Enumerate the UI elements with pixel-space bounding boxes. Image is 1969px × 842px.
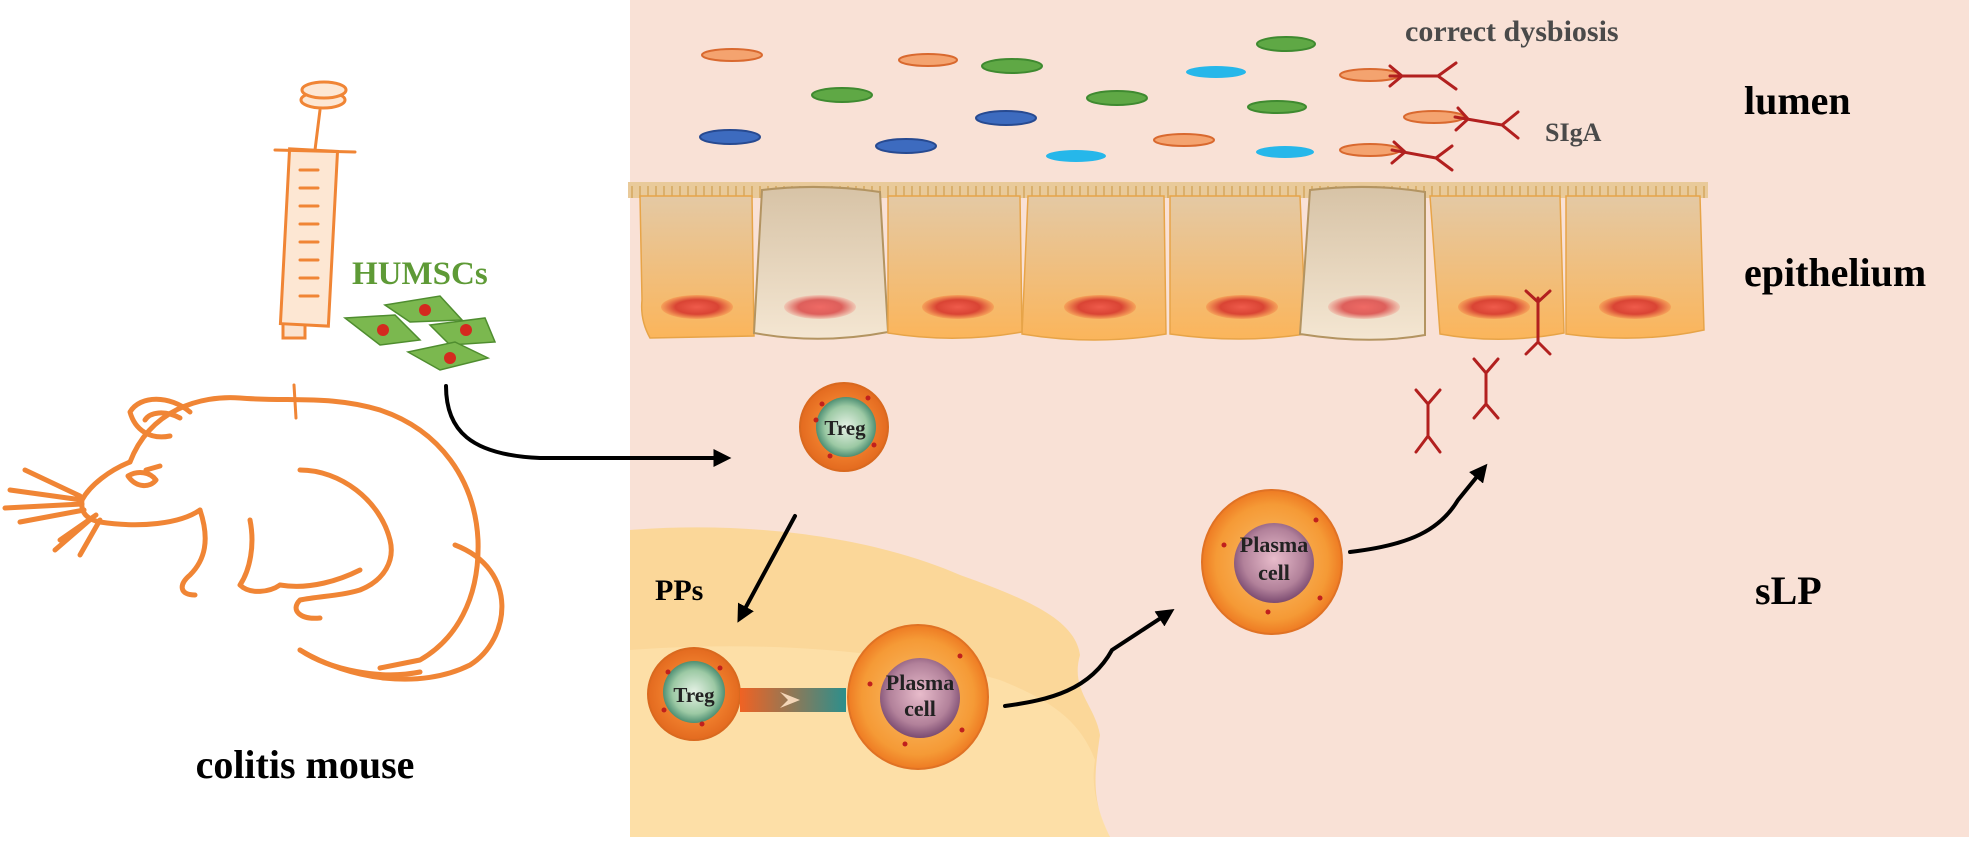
lumen-siga-antibodies xyxy=(1388,61,1520,172)
syringe-icon xyxy=(273,80,357,420)
cell-nucleus xyxy=(1599,295,1671,319)
siga-label: SIgA xyxy=(1545,118,1602,147)
plasma-cell-icon xyxy=(1201,489,1343,635)
bacteria-icon xyxy=(981,58,1043,74)
bacteria-icon xyxy=(1247,100,1307,114)
bacteria-icon xyxy=(1256,146,1314,158)
humscs-label: HUMSCs xyxy=(352,256,488,292)
bacteria-icon xyxy=(1256,36,1316,52)
lumen-bacteria xyxy=(699,36,1465,162)
cell-nucleus xyxy=(784,295,856,319)
siga-antibody-icon xyxy=(1390,140,1454,172)
cell-nucleus xyxy=(661,295,733,319)
treg-cell-icon xyxy=(799,382,889,472)
siga-antibody-icon xyxy=(1472,357,1500,420)
plasma-lp-label-line2: cell xyxy=(1258,560,1290,585)
cell-nucleus xyxy=(1206,295,1278,319)
humsc-cells xyxy=(342,295,497,371)
mouse-icon xyxy=(2,395,505,682)
epithelium-layer xyxy=(628,182,1708,341)
arrow-plasma-to-siga xyxy=(1348,463,1488,554)
siga-antibody-icon xyxy=(1524,289,1552,356)
bacteria-icon xyxy=(1086,90,1148,106)
treg-top-label: Treg xyxy=(824,416,866,440)
lp-siga-antibodies xyxy=(1414,289,1552,454)
slp-label: sLP xyxy=(1755,568,1822,613)
bacteria-icon xyxy=(1403,110,1465,124)
pps-label: PPs xyxy=(655,574,703,607)
arrows xyxy=(444,384,1488,708)
siga-antibody-icon xyxy=(1453,106,1520,140)
cell-nucleus xyxy=(1458,295,1530,319)
plasma-pp-label-line1: Plasma xyxy=(886,670,954,695)
bacteria-icon xyxy=(811,87,873,103)
bacteria-icon xyxy=(701,48,763,62)
bacteria-icon xyxy=(699,129,761,145)
bacteria-icon xyxy=(1153,133,1215,147)
correct-dysbiosis-label: correct dysbiosis xyxy=(1405,15,1619,48)
colitis-mouse-label: colitis mouse xyxy=(196,742,415,787)
arrow-humscs-to-treg xyxy=(444,384,732,467)
epithelial-cell-icon xyxy=(1565,195,1705,339)
plasma-lp-label-line1: Plasma xyxy=(1240,532,1308,557)
treg-to-plasma-transition xyxy=(740,688,846,712)
plasma-cell-icon xyxy=(847,624,989,770)
cell-nucleus xyxy=(922,295,994,319)
bacteria-icon xyxy=(1186,66,1246,78)
bacteria-icon xyxy=(975,110,1037,126)
treg-pp-label: Treg xyxy=(673,683,715,707)
arrow-pp-to-lp xyxy=(1003,609,1175,708)
plasma-pp-label-line2: cell xyxy=(904,696,936,721)
siga-antibody-icon xyxy=(1414,388,1442,454)
bacteria-icon xyxy=(1046,150,1106,162)
arrow-treg-to-pp xyxy=(737,514,797,623)
epithelium-label: epithelium xyxy=(1744,250,1926,295)
lumen-label: lumen xyxy=(1744,78,1851,123)
cell-nucleus xyxy=(1064,295,1136,319)
bacteria-icon xyxy=(875,138,937,154)
treg-cell-icon xyxy=(647,647,741,741)
siga-antibody-icon xyxy=(1388,61,1458,91)
bacteria-icon xyxy=(898,53,958,67)
cell-nucleus xyxy=(1328,295,1400,319)
